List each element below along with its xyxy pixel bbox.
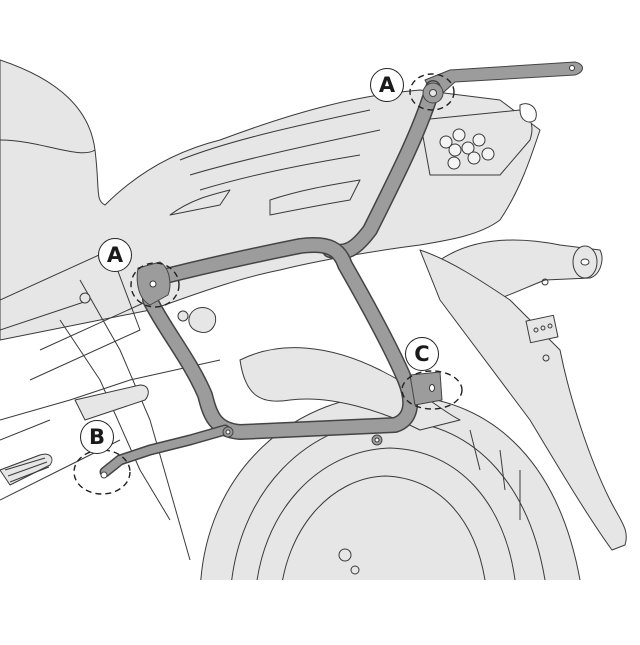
callout-b: B <box>80 420 114 454</box>
side-case-frame <box>99 80 441 478</box>
callout-a-top: A <box>370 68 404 102</box>
callout-label: B <box>88 424 105 449</box>
callout-c: C <box>405 337 439 371</box>
callout-label: C <box>414 341 430 366</box>
mount-highlights <box>73 73 463 495</box>
bolt-knob <box>188 307 217 334</box>
tail-cowl <box>0 59 541 341</box>
tail-light <box>419 103 537 176</box>
callout-a-mid: A <box>98 238 132 272</box>
rear-rack-bar <box>424 61 583 101</box>
license-plate-holder <box>419 239 627 551</box>
mount-tab-c <box>409 371 443 406</box>
callout-label: A <box>378 72 396 97</box>
footpeg <box>0 384 149 486</box>
callout-label: A <box>106 242 124 267</box>
